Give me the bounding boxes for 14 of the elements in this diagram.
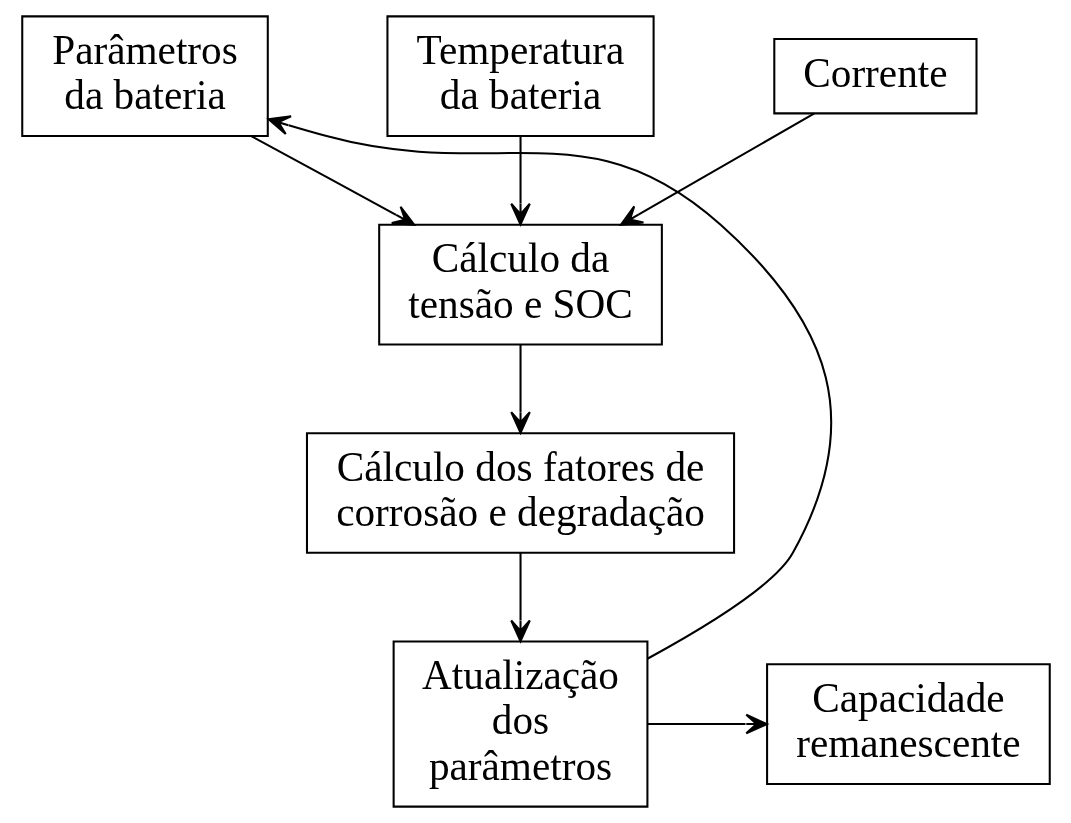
node-box: Corrente	[772, 38, 978, 115]
node-box: Cálculo dos fatores de corrosão e degradação	[305, 432, 735, 554]
arrow	[509, 136, 531, 226]
arrow	[267, 115, 832, 660]
node-box: Temperatura da bateria	[385, 15, 655, 138]
arrow	[647, 713, 768, 735]
arrow	[509, 552, 531, 643]
node-box: Parâmetros da bateria	[20, 15, 269, 138]
node-box: Capacidade remanescente	[765, 663, 1051, 785]
node-box: Atualização dos parâmetros	[392, 640, 648, 808]
arrow	[509, 344, 531, 434]
arrow	[619, 112, 815, 226]
arrow	[250, 135, 415, 226]
node-box: Cálculo da tensão e SOC	[377, 223, 663, 346]
